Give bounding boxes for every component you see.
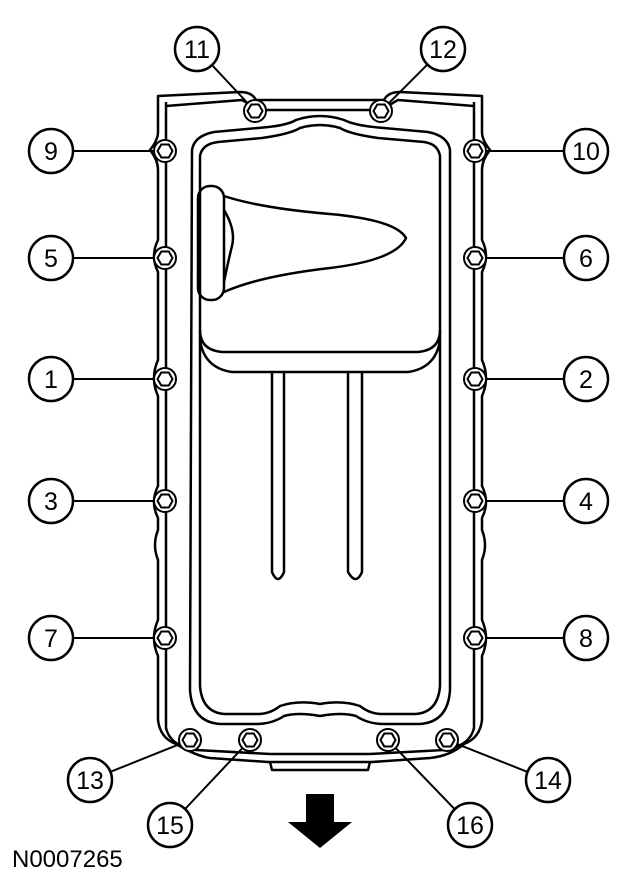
callout-label: 5: [44, 245, 58, 273]
callout-label: 2: [579, 366, 593, 394]
leader-line-13: [110, 743, 181, 773]
bolt-14: [435, 728, 459, 752]
callout-13: 13: [66, 756, 114, 804]
bolt-4: [463, 489, 487, 513]
bolt-12: [369, 99, 393, 123]
callout-label: 10: [572, 138, 600, 166]
callout-label: 9: [44, 138, 58, 166]
callout-label: 4: [579, 488, 593, 516]
callout-2: 2: [562, 355, 610, 403]
callout-14: 14: [524, 756, 572, 804]
bolt-5: [153, 246, 177, 270]
callout-label: 7: [44, 625, 58, 653]
callout-10: 10: [562, 127, 610, 175]
arrow-down-icon: [288, 794, 352, 848]
bolt-11: [243, 99, 267, 123]
callout-7: 7: [27, 614, 75, 662]
callout-label: 15: [156, 812, 184, 840]
bolt-16: [376, 728, 400, 752]
bolt-6: [463, 246, 487, 270]
callout-label: 6: [579, 245, 593, 273]
leader-line-11: [211, 64, 249, 104]
bolt-2: [463, 367, 487, 391]
callout-label: 12: [429, 36, 457, 64]
bolt-9: [153, 139, 177, 163]
sump-well: [188, 114, 452, 726]
callout-label: 16: [456, 812, 484, 840]
callout-label: 8: [579, 625, 593, 653]
callout-3: 3: [27, 477, 75, 525]
bolt-8: [463, 626, 487, 650]
bolt-15: [238, 728, 262, 752]
callout-4: 4: [562, 477, 610, 525]
callout-label: 14: [534, 767, 562, 795]
callout-label: 13: [76, 767, 104, 795]
callout-label: 3: [44, 488, 58, 516]
bolt-10: [463, 139, 487, 163]
callout-label: 1: [44, 366, 58, 394]
bolt-13: [178, 728, 202, 752]
bolt-3: [153, 489, 177, 513]
callout-8: 8: [562, 614, 610, 662]
leader-line-15: [184, 747, 244, 810]
bolt-layer: [153, 99, 487, 752]
callout-16: 16: [446, 801, 494, 849]
bolt-7: [153, 626, 177, 650]
figure-id: N0007265: [12, 846, 123, 873]
callout-label: 11: [184, 36, 210, 64]
leader-line-12: [388, 63, 429, 104]
leader-line-14: [456, 743, 528, 773]
bolt-1: [153, 367, 177, 391]
callout-12: 12: [419, 25, 467, 73]
callout-1: 1: [27, 355, 75, 403]
callout-9: 9: [27, 127, 75, 175]
callout-5: 5: [27, 234, 75, 282]
leader-line-16: [394, 747, 456, 810]
callout-15: 15: [146, 801, 194, 849]
callout-6: 6: [562, 234, 610, 282]
callout-11: 11: [173, 25, 221, 73]
